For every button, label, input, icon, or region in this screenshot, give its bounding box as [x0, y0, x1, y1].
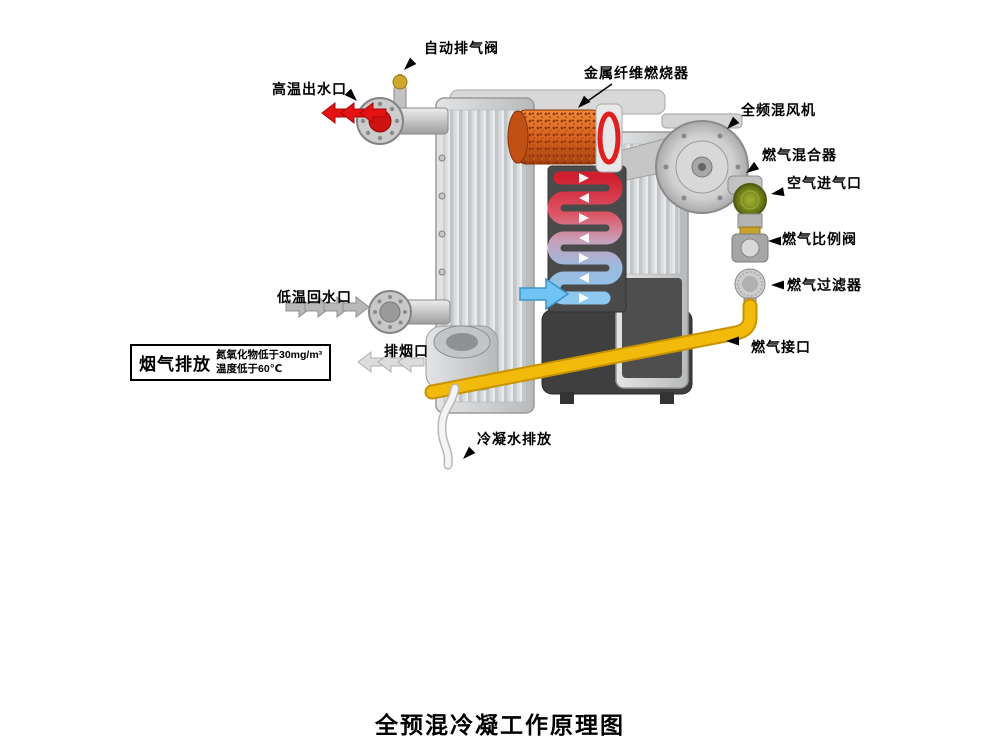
label-hot-water-outlet: 高温出水口 [272, 81, 347, 97]
fan-bolts [663, 133, 741, 201]
air-inlet-disc [733, 183, 767, 217]
label-gas-mixer: 燃气混合器 [762, 147, 837, 163]
hot-water-arrows [321, 101, 387, 125]
diagram-title: 全预混冷凝工作原理图 [375, 712, 625, 738]
pointer-gas-mixer [746, 161, 760, 173]
label-pointers [344, 57, 785, 459]
pointer-hot-water-outlet [344, 88, 357, 101]
burner-cylinder [507, 103, 623, 173]
label-auto-vent-valve: 自动排气阀 [424, 40, 499, 56]
flue-emission-line2: 温度低于60℃ [216, 362, 283, 375]
coil-flow-arrows [579, 173, 589, 303]
return-water-arrows [285, 295, 370, 319]
pointer-condensate-drain [463, 446, 476, 459]
auto-vent-valve-graphic [392, 74, 408, 90]
pointer-gas-port [726, 336, 739, 346]
pointer-air-inlet [771, 187, 785, 197]
flue-emission-details: 氮氧化物低于30mg/m³ 温度低于60℃ [216, 349, 322, 376]
pointer-metal-fiber-burner [578, 95, 591, 108]
pointer-gas-filter [771, 280, 784, 290]
label-smoke-outlet: 排烟口 [384, 343, 429, 359]
fan-assembly [655, 113, 749, 214]
pointer-auto-vent-valve [404, 57, 417, 70]
gas-valve-train [727, 175, 769, 311]
cold-inlet-arrow [519, 277, 570, 311]
label-air-inlet: 空气进气口 [787, 175, 862, 191]
gas-pipe-yellow [424, 298, 758, 400]
return-water-flange [368, 290, 451, 334]
flue-emission-line1: 氮氧化物低于30mg/m³ [216, 349, 323, 361]
flue-emission-box: 烟气排放 氮氧化物低于30mg/m³ 温度低于60℃ [130, 344, 332, 382]
label-gas-filter: 燃气过滤器 [787, 277, 862, 293]
smoke-outlet-port [425, 325, 499, 391]
label-low-temp-return: 低温回水口 [277, 289, 352, 305]
pointer-premix-fan [727, 116, 740, 129]
coil-serpentine [547, 165, 627, 313]
flue-gas-arrows [357, 350, 425, 374]
pointer-gas-proportional-valve [768, 236, 781, 246]
label-premix-fan: 全频混风机 [741, 102, 816, 118]
label-gas-port: 燃气接口 [751, 339, 811, 355]
label-metal-fiber-burner: 金属纤维燃烧器 [584, 65, 689, 81]
label-gas-proportional-valve: 燃气比例阀 [782, 231, 857, 247]
flue-emission-title: 烟气排放 [139, 355, 211, 375]
condensate-tube [437, 383, 460, 470]
label-condensate-drain: 冷凝水排放 [477, 431, 552, 447]
